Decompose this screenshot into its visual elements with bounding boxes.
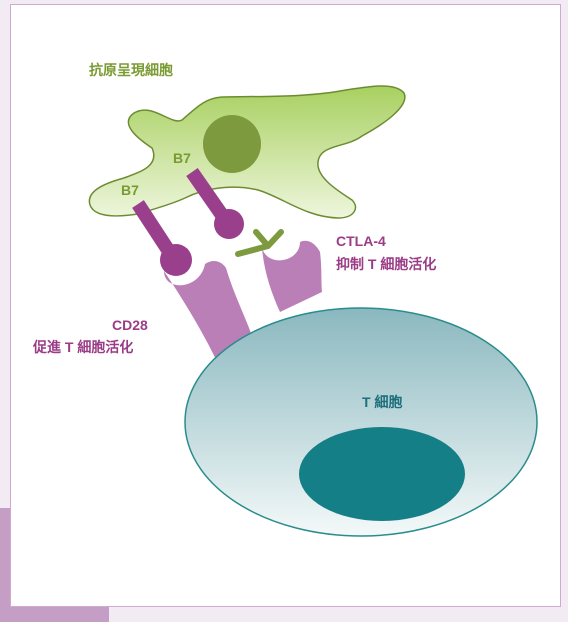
ctla4-label: CTLA-4 <box>336 231 386 251</box>
t-cell-label: T 細胞 <box>362 392 402 412</box>
b7-ligand-upper-head <box>214 209 244 239</box>
b7-ligand-lower-head <box>160 244 192 276</box>
t-cell-nucleus <box>299 427 465 521</box>
b7-label-lower: B7 <box>121 180 139 200</box>
ctla4-receptor <box>262 241 322 312</box>
apc-nucleus <box>203 115 261 173</box>
ctla4-description: 抑制 T 細胞活化 <box>336 254 436 274</box>
ctla4-y-icon <box>238 232 281 254</box>
apc-label: 抗原呈現細胞 <box>89 60 173 80</box>
b7-label-upper: B7 <box>173 148 191 168</box>
cd28-description: 促進 T 細胞活化 <box>33 337 133 357</box>
cd28-label: CD28 <box>112 315 148 335</box>
